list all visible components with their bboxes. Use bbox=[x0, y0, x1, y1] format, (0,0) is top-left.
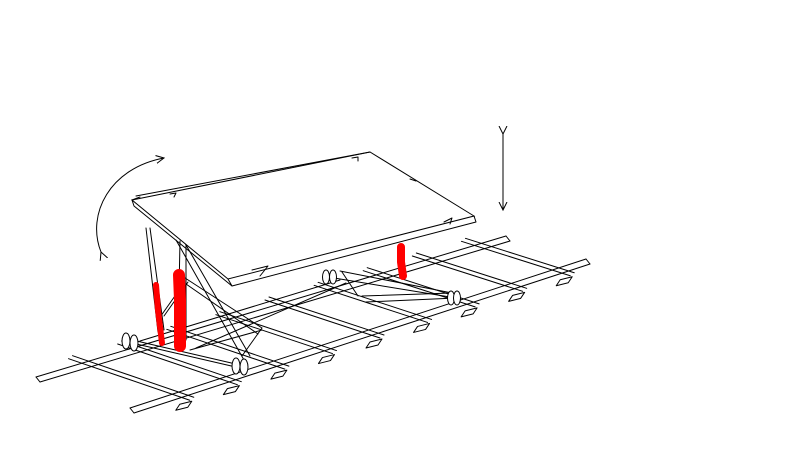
rail-sleeper bbox=[313, 281, 433, 323]
rail-sleeper bbox=[215, 311, 337, 355]
rail-sleeper-end bbox=[413, 322, 431, 333]
railway-track bbox=[35, 235, 591, 414]
hydraulic-cylinder-front-right bbox=[173, 269, 186, 352]
rail-sleeper-end bbox=[222, 385, 240, 396]
hydraulic-cylinder-front-left bbox=[153, 282, 165, 346]
wheel-rear-right bbox=[447, 290, 461, 306]
hydraulic-cylinder-rear bbox=[397, 243, 407, 280]
rail-sleeper bbox=[264, 296, 385, 339]
tilting-platform bbox=[130, 151, 477, 287]
rear-rail bbox=[35, 235, 511, 383]
front-rail bbox=[129, 258, 591, 414]
rail-sleeper-end bbox=[317, 354, 335, 365]
rail-sleeper-end bbox=[175, 400, 193, 411]
rail-sleeper-end bbox=[270, 369, 288, 380]
hydraulic-cylinders bbox=[153, 243, 407, 352]
rail-sleeper-end bbox=[508, 291, 526, 302]
rail-sleepers bbox=[68, 237, 575, 411]
rail-sleeper-end bbox=[365, 338, 383, 349]
wheel-front-right bbox=[231, 357, 249, 376]
curved-double-arrow-icon bbox=[96, 158, 164, 252]
rail-sleeper bbox=[117, 340, 242, 386]
rail-sleeper bbox=[68, 355, 195, 401]
wheel-rear-left bbox=[322, 269, 337, 285]
rail-sleeper-end bbox=[555, 276, 573, 287]
wheel-front-left bbox=[121, 332, 139, 352]
wheels bbox=[121, 269, 461, 376]
rail-sleeper-end bbox=[460, 307, 478, 318]
